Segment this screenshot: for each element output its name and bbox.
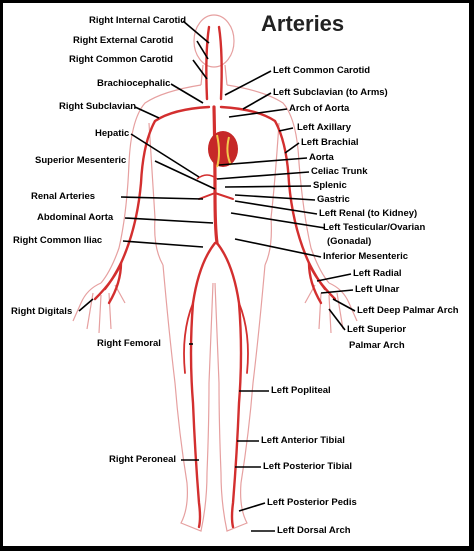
- label-celiac-trunk: Celiac Trunk: [311, 166, 368, 177]
- left-hand-outline: [304, 282, 358, 334]
- label-left-dorsal-arch: Left Dorsal Arch: [277, 525, 351, 536]
- label-right-common-carotid: Right Common Carotid: [69, 54, 173, 65]
- label-inferior-mesenteric: Inferior Mesenteric: [323, 251, 408, 262]
- right-torso-outline: [148, 122, 164, 266]
- right-leg-artery: [189, 241, 217, 529]
- body-diagram: [72, 14, 358, 532]
- label-right-femoral: Right Femoral: [97, 338, 161, 349]
- label-left-superior: Left Superior: [347, 324, 407, 335]
- heart: [208, 131, 238, 168]
- label-left-deep-palmar-arch: Left Deep Palmar Arch: [357, 305, 459, 316]
- right-hand-outline: [72, 282, 126, 334]
- label-left-brachial: Left Brachial: [301, 137, 359, 148]
- right-carotid-artery: [205, 25, 211, 101]
- label-palmar-arch: Palmar Arch: [349, 340, 405, 351]
- right-arm-outline: [100, 84, 202, 284]
- label-left-anterior-tibial: Left Anterior Tibial: [261, 435, 345, 446]
- label-right-digitals: Right Digitals: [11, 306, 73, 317]
- label-brachiocephalic: Brachiocephalic: [97, 78, 171, 89]
- label-aorta: Aorta: [309, 152, 334, 163]
- label-left-common-carotid: Left Common Carotid: [273, 65, 371, 76]
- left-hand-arteries: [307, 261, 337, 305]
- left-leg-outline: [214, 264, 266, 532]
- label-left-radial: Left Radial: [353, 268, 402, 279]
- leader-lines: [78, 20, 356, 532]
- right-leg-outline: [162, 264, 214, 532]
- label-right-internal-carotid: Right Internal Carotid: [89, 15, 187, 26]
- head-outline: [193, 14, 235, 68]
- label-left-axillary: Left Axillary: [297, 122, 352, 133]
- left-carotid-artery: [217, 25, 223, 101]
- label-right-peroneal: Right Peroneal: [109, 454, 177, 465]
- label-right-common-iliac: Right Common Iliac: [13, 235, 103, 246]
- label-gastric: Gastric: [317, 194, 350, 205]
- hepatic-branch: [196, 174, 218, 180]
- artery-network: [93, 25, 337, 529]
- label-left-posterior-tibial: Left Posterior Tibial: [263, 461, 353, 472]
- label-left-posterior-pedis: Left Posterior Pedis: [267, 497, 357, 508]
- label-gonadal: (Gonadal): [327, 236, 372, 247]
- body-outline: [72, 14, 358, 532]
- neck-outline: [200, 64, 228, 86]
- label-left-renal: Left Renal (to Kidney): [319, 208, 418, 219]
- label-splenic: Splenic: [313, 180, 347, 191]
- label-arch-of-aorta: Arch of Aorta: [289, 103, 350, 114]
- diagram-frame: Arteries Right Internal Carotid Right Ex…: [3, 3, 469, 546]
- label-superior-mesenteric: Superior Mesenteric: [35, 155, 127, 166]
- label-right-subclavian: Right Subclavian: [59, 101, 137, 112]
- label-right-external-carotid: Right External Carotid: [73, 35, 174, 46]
- label-abdominal-aorta: Abdominal Aorta: [37, 212, 114, 223]
- renal-branches: [198, 192, 234, 200]
- aorta-artery: [212, 105, 219, 245]
- label-left-testicular-ovarian: Left Testicular/Ovarian: [323, 222, 426, 233]
- left-leg-artery: [215, 241, 243, 529]
- label-hepatic: Hepatic: [95, 128, 130, 139]
- left-arm-outline: [226, 84, 330, 284]
- left-torso-outline: [264, 122, 280, 266]
- label-left-ulnar: Left Ulnar: [355, 284, 400, 295]
- label-left-popliteal: Left Popliteal: [271, 385, 331, 396]
- label-left-subclavian: Left Subclavian (to Arms): [273, 87, 388, 98]
- diagram-title: Arteries: [261, 11, 345, 36]
- right-hand-arteries: [93, 261, 123, 305]
- thigh-branches: [183, 302, 249, 374]
- label-renal-arteries: Renal Arteries: [31, 191, 96, 202]
